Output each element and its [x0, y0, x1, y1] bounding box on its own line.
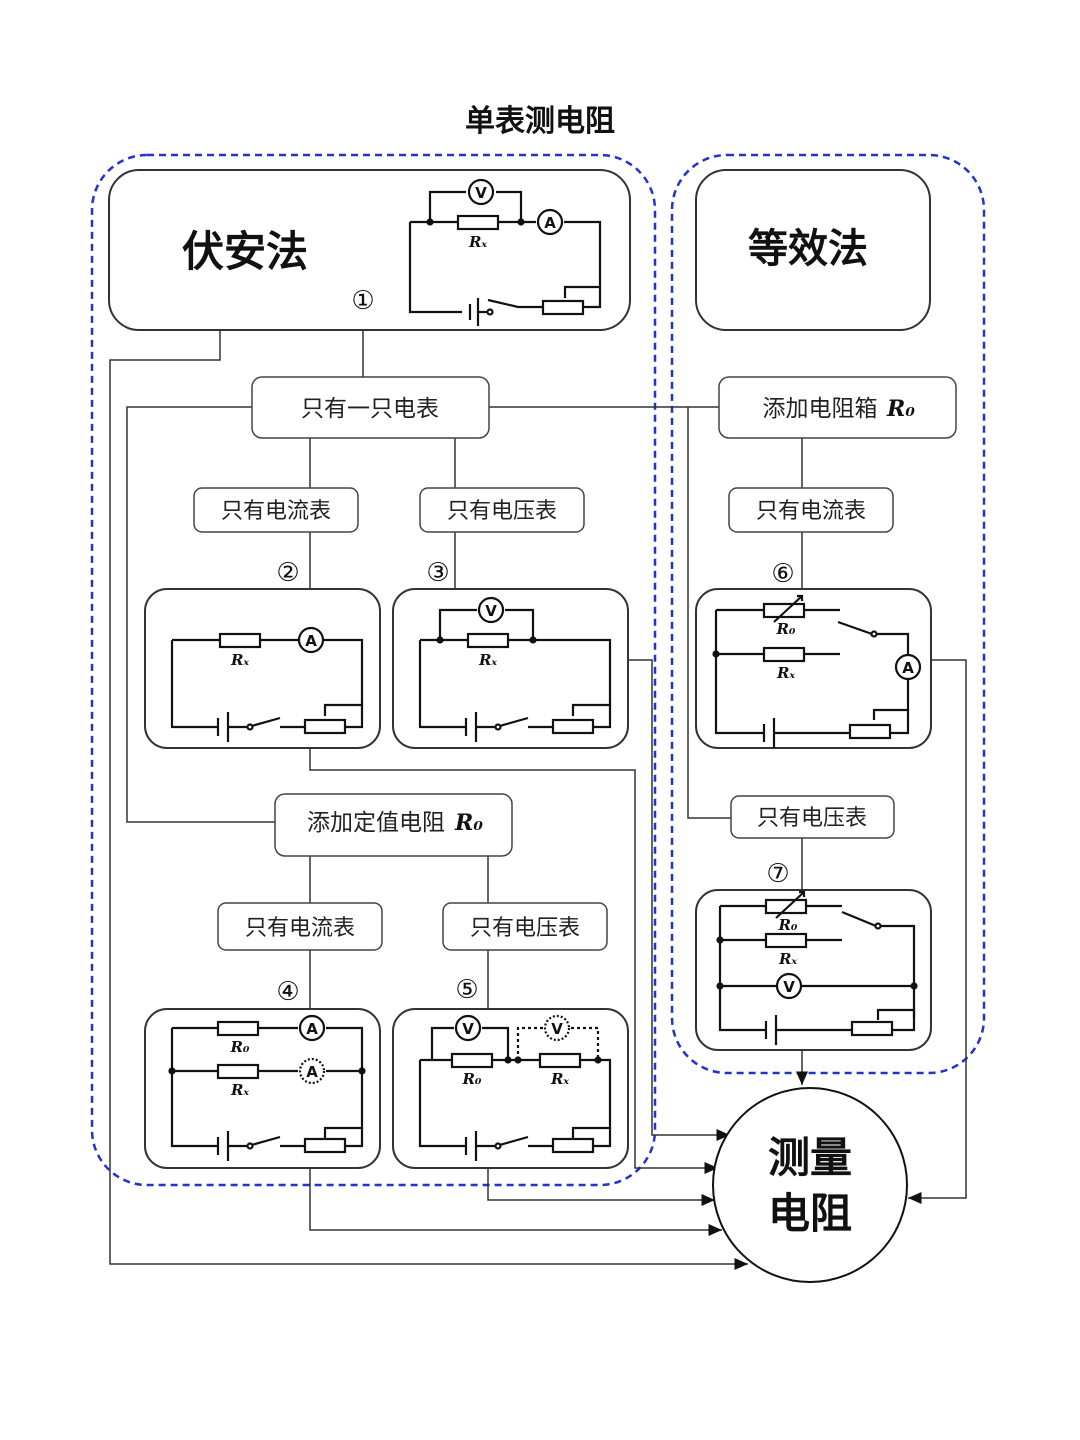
node-only-ammeter-6: 只有电流表 — [728, 487, 894, 533]
c6-rx: Rₓ — [776, 664, 795, 682]
c5-voltmeter-2: V — [551, 1020, 563, 1038]
circuit-2: A Rₓ — [144, 588, 381, 749]
connectors — [109, 330, 967, 1270]
circuit-3: V Rₓ — [392, 588, 629, 749]
voltammetry-box: 伏安法 — [108, 169, 631, 331]
num-2: ② — [276, 558, 299, 588]
num-1: ① — [351, 286, 374, 316]
c3-rx: Rₓ — [478, 651, 497, 669]
page-title: 单表测电阻 — [465, 104, 615, 139]
c4-rx: Rₓ — [230, 1081, 249, 1099]
node-add-fixed: 添加定值电阻 R₀ — [274, 793, 513, 857]
c7-voltmeter: V — [783, 978, 795, 996]
c4-ammeter-2: A — [306, 1063, 318, 1081]
voltammetry-label: 伏安法 — [182, 227, 308, 276]
circuit-1 — [408, 178, 602, 326]
node-only-voltmeter-3: 只有电压表 — [419, 487, 585, 533]
add-box-label: 添加电阻箱 — [763, 396, 878, 422]
c6-ammeter: A — [902, 659, 914, 677]
c2-rx: Rₓ — [230, 651, 249, 669]
c5-r0: R₀ — [461, 1070, 481, 1088]
num-4: ④ — [276, 977, 299, 1007]
add-fixed-r0: R₀ — [454, 810, 483, 836]
circuit-4: A A R₀ Rₓ — [144, 1008, 381, 1169]
only-voltmeter-label: 只有电压表 — [447, 499, 557, 524]
equivalent-label: 等效法 — [748, 226, 868, 272]
only-voltmeter-label: 只有电压表 — [757, 806, 867, 831]
circuit-6: A R₀ Rₓ — [695, 588, 932, 749]
c1-ammeter: A — [544, 214, 556, 232]
node-only-voltmeter-5: 只有电压表 — [442, 902, 608, 951]
c1-voltmeter: V — [475, 184, 487, 202]
c2-ammeter: A — [305, 632, 317, 650]
one-meter-label: 只有一只电表 — [301, 396, 439, 422]
node-only-ammeter-4: 只有电流表 — [217, 902, 383, 951]
c3-voltmeter: V — [485, 602, 497, 620]
group-equivalent — [670, 153, 986, 1075]
c6-r0: R₀ — [775, 620, 795, 638]
equivalent-box: 等效法 — [695, 169, 931, 331]
c4-ammeter-1: A — [306, 1020, 318, 1038]
c1-rx: Rₓ — [468, 233, 487, 251]
only-ammeter-label: 只有电流表 — [756, 499, 866, 524]
node-only-ammeter-2: 只有电流表 — [193, 487, 359, 533]
result-line2: 电阻 — [768, 1189, 852, 1238]
result-circle: 测量 电阻 — [712, 1087, 908, 1283]
circuit-7: V R₀ Rₓ — [695, 889, 932, 1051]
only-ammeter-label: 只有电流表 — [245, 916, 355, 941]
node-one-meter: 只有一只电表 — [251, 376, 490, 439]
result-line1: 测量 — [768, 1133, 852, 1182]
add-fixed-label: 添加定值电阻 — [307, 810, 445, 836]
circuit-5: V V R₀ Rₓ — [392, 1008, 629, 1169]
num-6: ⑥ — [771, 559, 794, 589]
only-voltmeter-label: 只有电压表 — [470, 916, 580, 941]
num-7: ⑦ — [766, 859, 789, 889]
node-add-box: 添加电阻箱 R₀ — [718, 376, 957, 439]
only-ammeter-label: 只有电流表 — [221, 499, 331, 524]
node-only-voltmeter-7: 只有电压表 — [730, 795, 895, 839]
c5-rx: Rₓ — [550, 1070, 569, 1088]
group-single-meter — [90, 153, 657, 1187]
num-3: ③ — [426, 558, 449, 588]
add-box-r0: R₀ — [886, 396, 915, 422]
c5-voltmeter-1: V — [462, 1020, 474, 1038]
c4-r0: R₀ — [229, 1038, 249, 1056]
c7-rx: Rₓ — [778, 950, 797, 968]
num-5: ⑤ — [455, 975, 478, 1005]
c7-r0: R₀ — [777, 916, 797, 934]
